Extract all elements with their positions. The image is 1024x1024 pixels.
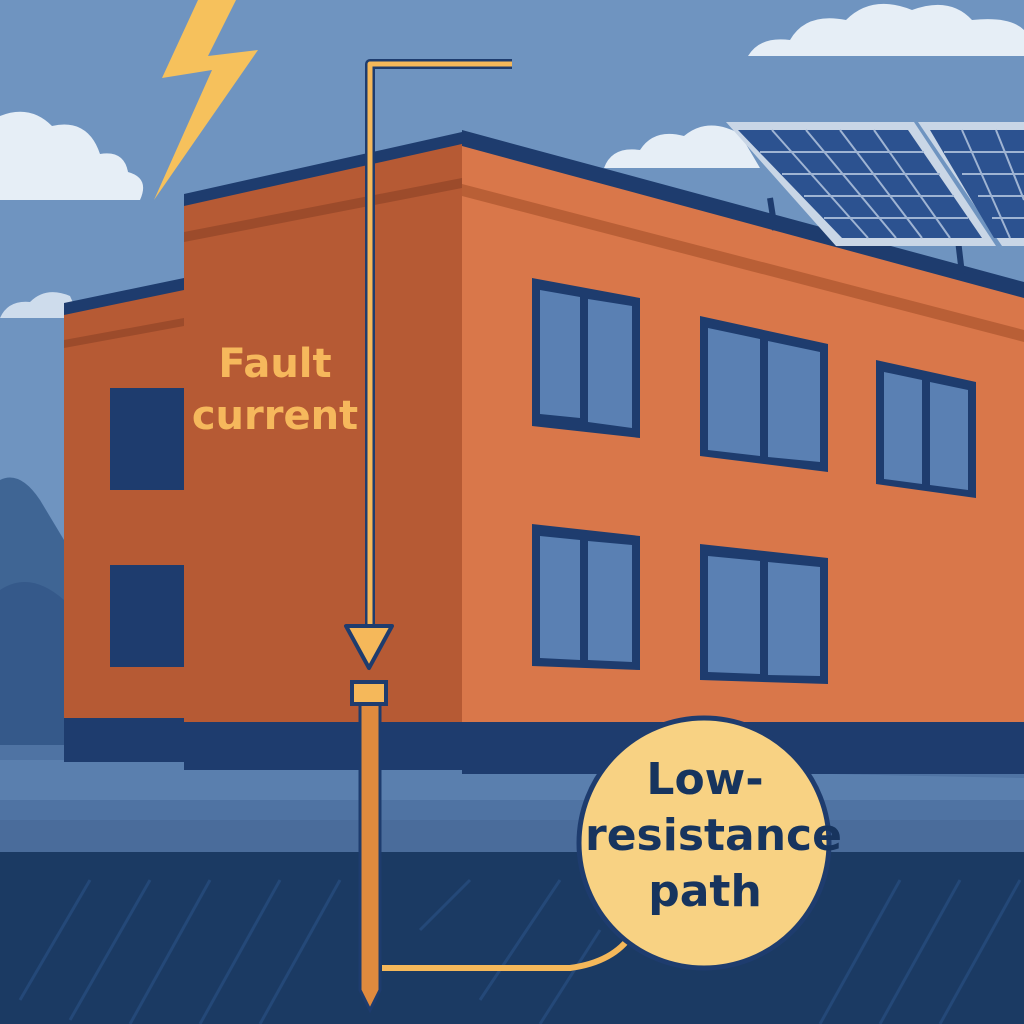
window <box>876 360 976 498</box>
fault-current-label: Fault current <box>180 338 370 442</box>
window <box>110 565 184 667</box>
window <box>110 388 184 490</box>
ground <box>0 852 1024 1024</box>
fault-current-path <box>365 59 512 650</box>
arrow-down-icon <box>344 624 394 670</box>
front-windows <box>532 278 976 684</box>
lightning-bolt-icon <box>154 0 258 200</box>
ground-rod-icon <box>350 680 388 1014</box>
building-side <box>184 132 462 770</box>
solar-panel-icon <box>726 122 1024 275</box>
window <box>532 524 640 670</box>
window <box>700 316 828 472</box>
path-label-line-1: Low- <box>646 754 764 805</box>
callout-circle <box>576 715 832 971</box>
path-label-line-3: path <box>648 866 762 917</box>
low-resistance-path-label: Low- resistance path <box>585 752 842 920</box>
window <box>532 278 640 438</box>
fault-current-line-2: current <box>191 393 359 439</box>
clouds <box>0 3 1024 318</box>
path-label-line-2: resistance <box>585 810 842 861</box>
building-left-wing <box>64 278 184 762</box>
fault-current-line-1: Fault <box>218 341 332 387</box>
ground-hatching <box>18 878 1022 1024</box>
background-hills <box>0 477 64 760</box>
window <box>700 544 828 684</box>
